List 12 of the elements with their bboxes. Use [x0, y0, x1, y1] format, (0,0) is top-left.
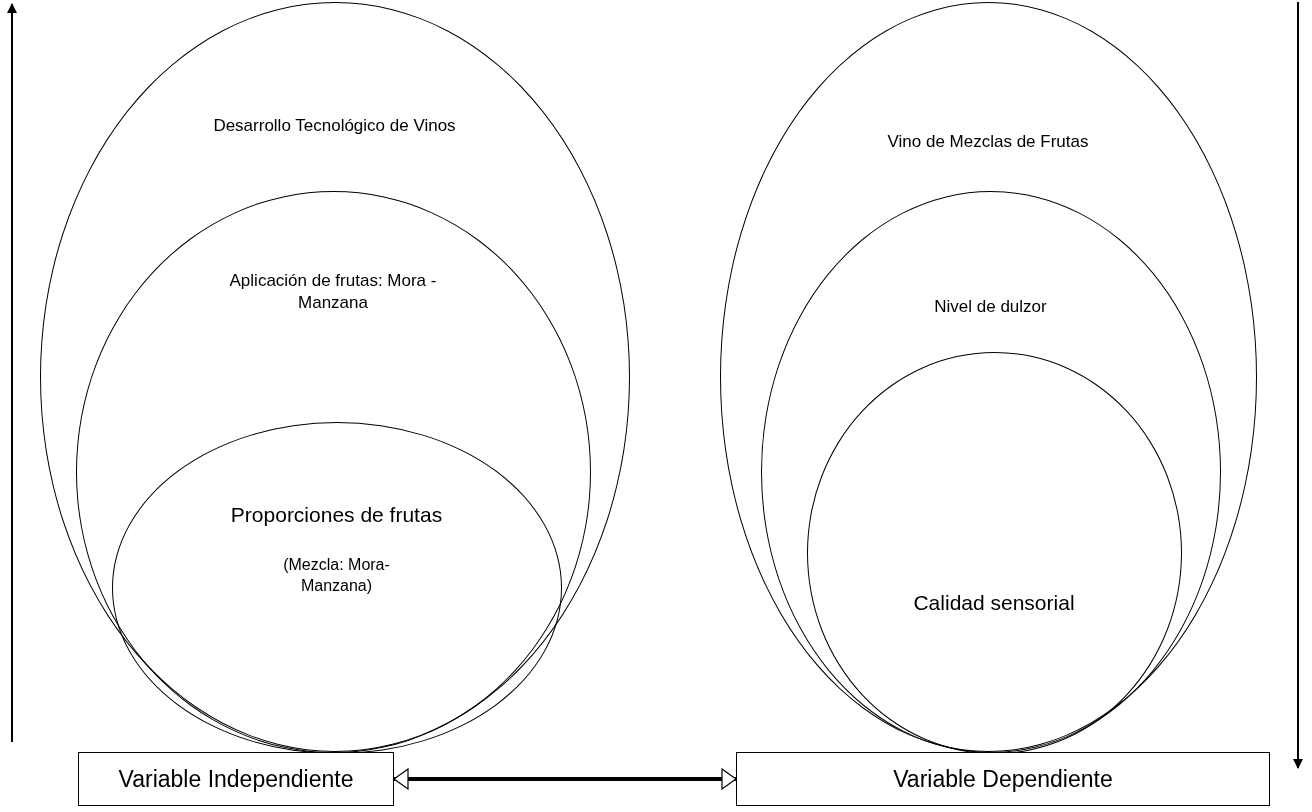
box-label: Variable Independiente: [118, 765, 354, 793]
ellipse-label: Desarrollo Tecnológico de Vinos: [212, 115, 457, 137]
ellipse-label: Calidad sensorial: [912, 590, 1076, 616]
ellipse-label: Nivel de dulzor: [933, 296, 1048, 318]
double-arrow: [393, 768, 737, 790]
ellipse-label: Aplicación de frutas: Mora - Manzana: [228, 270, 438, 315]
variable-box: [78, 752, 394, 806]
ellipse-label: (Mezcla: Mora-Manzana): [282, 555, 391, 596]
ellipse-label: Proporciones de frutas: [229, 502, 444, 528]
variable-box: [736, 752, 1270, 806]
box-label: Variable Dependiente: [893, 765, 1113, 793]
ellipse-label: Vino de Mezclas de Frutas: [886, 131, 1090, 153]
